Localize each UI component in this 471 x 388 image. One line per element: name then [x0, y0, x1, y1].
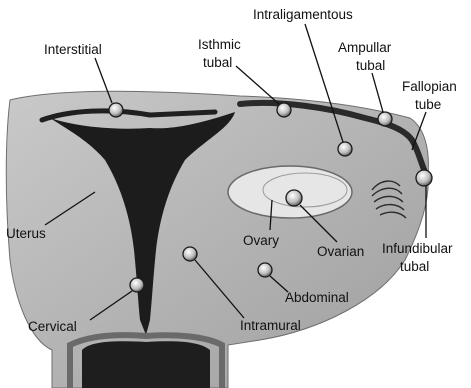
- interstitial-marker: [109, 103, 123, 117]
- intramural-marker: [183, 247, 197, 261]
- ovary-label: Ovary: [243, 233, 279, 248]
- fallopian-label-line2: tube: [415, 97, 441, 112]
- ovarian-marker: [286, 190, 302, 206]
- intraligamentous-marker: [338, 142, 352, 156]
- infundibular-marker: [416, 170, 432, 186]
- isthmic-label-line2: tubal: [203, 55, 232, 70]
- intraligamentous-label: Intraligamentous: [253, 7, 353, 22]
- uterus-label: Uterus: [6, 226, 46, 241]
- abdominal-label: Abdominal: [285, 290, 349, 305]
- ampullar-label-line1: Ampullar: [338, 40, 392, 55]
- infundibular-label-line1: Infundibular: [382, 241, 453, 256]
- cervical-canal: [82, 341, 210, 388]
- cervical-label: Cervical: [28, 319, 77, 334]
- fallopian-label-line1: Fallopian: [402, 79, 457, 94]
- ovarian-label: Ovarian: [317, 244, 364, 259]
- intramural-label: Intramural: [240, 318, 301, 333]
- isthmic-label-line1: Isthmic: [198, 37, 241, 52]
- infundibular-label-line2: tubal: [400, 259, 429, 274]
- anatomy-illustration: [6, 91, 428, 388]
- cervical-marker: [130, 278, 144, 292]
- abdominal-marker: [258, 263, 272, 277]
- ampullar-label-line2: tubal: [356, 58, 385, 73]
- isthmic-marker: [277, 103, 291, 117]
- ampullar-marker: [378, 112, 392, 126]
- ampullar-leader: [372, 73, 383, 112]
- interstitial-label: Interstitial: [44, 42, 102, 57]
